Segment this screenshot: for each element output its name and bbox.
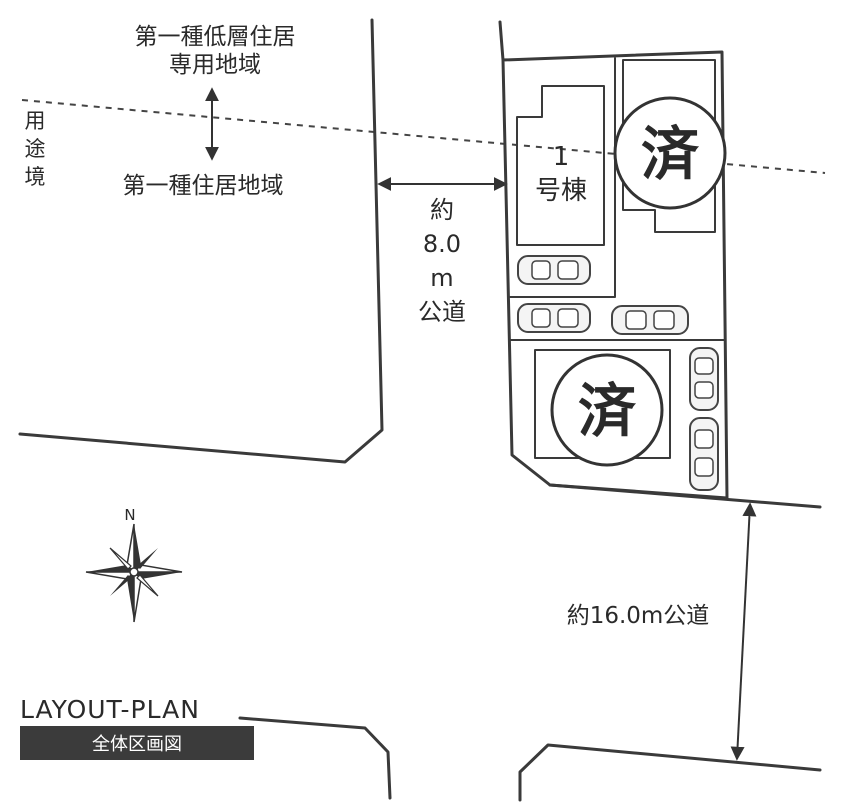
car-icon [517,255,591,285]
legend-title: LAYOUT-PLAN [20,695,200,724]
lower-right-block-outline [518,743,822,802]
legend-subtitle-bar [20,726,254,760]
house-2-sold-circle [613,96,727,210]
house-3-sold-mark: 済 [578,377,637,445]
compass-north-label: N [124,506,135,524]
lot-divider-1 [509,57,616,298]
north-compass-icon [85,523,183,623]
car-icon [689,417,719,491]
horizontal-road-arrow [730,502,757,761]
property-right-extension [548,483,822,509]
house-2-footprint [622,59,716,233]
house-1-footprint [516,85,605,246]
car-icon [611,305,689,335]
house-3-sold-circle [550,353,664,467]
legend-subtitle: 全体区画図 [92,734,182,755]
zone-lower-label: 第一種住居地域 [123,173,284,199]
left-block-outline [18,18,384,464]
zone-boundary-label: 用途境 [25,109,46,189]
car-icon [689,347,719,411]
zone-upper-label: 第一種低層住居専用地域 [135,24,296,78]
lower-left-block-outline [238,716,392,800]
house-3-footprint [534,349,671,459]
zone-boundary-line [21,99,826,174]
house-2-sold-mark: 済 [641,120,700,188]
horizontal-road-label: 約16.0m公道 [567,603,710,629]
car-icon [517,303,591,333]
horizontal-road-label-bg [540,592,740,636]
